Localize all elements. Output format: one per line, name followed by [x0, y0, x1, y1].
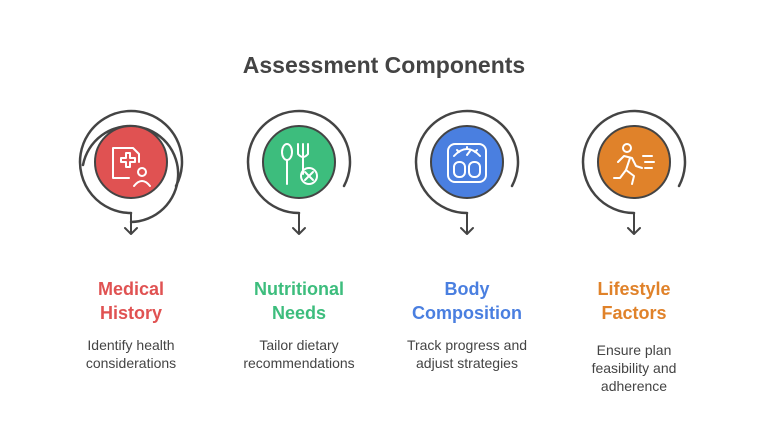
running-person-icon [613, 143, 655, 185]
component-nutritional-needs: Nutritional Needs Tailor dietary recomme… [209, 0, 389, 444]
nutritional-needs-circle [262, 125, 336, 199]
lifestyle-factors-heading: Lifestyle Factors [597, 279, 671, 323]
medical-record-icon [112, 147, 151, 187]
lifestyle-factors-description: Ensure plan feasibility and adherence [591, 342, 677, 394]
body-composition-circle [430, 125, 504, 199]
nutritional-needs-description: Tailor dietary recommendations [243, 337, 355, 371]
medical-history-description: Identify health considerations [85, 337, 177, 371]
fork-cancel-icon [281, 143, 318, 185]
lifestyle-factors-ring [581, 109, 687, 235]
component-medical-history: Medical History Identify health consider… [41, 0, 221, 444]
nutritional-needs-ring [246, 109, 352, 235]
body-composition-heading: Body Composition [412, 279, 522, 323]
diagram-title: Assessment Components [242, 52, 526, 78]
component-lifestyle-factors: Lifestyle Factors Ensure plan feasibilit… [544, 0, 724, 444]
medical-history-ring [78, 109, 184, 235]
nutritional-needs-heading: Nutritional Needs [254, 279, 344, 323]
body-composition-description: Track progress and adjust strategies [406, 337, 528, 371]
component-body-composition: Body Composition Track progress and adju… [377, 0, 557, 444]
body-scale-icon [447, 143, 487, 183]
body-composition-ring [414, 109, 520, 235]
medical-history-heading: Medical History [97, 279, 165, 323]
